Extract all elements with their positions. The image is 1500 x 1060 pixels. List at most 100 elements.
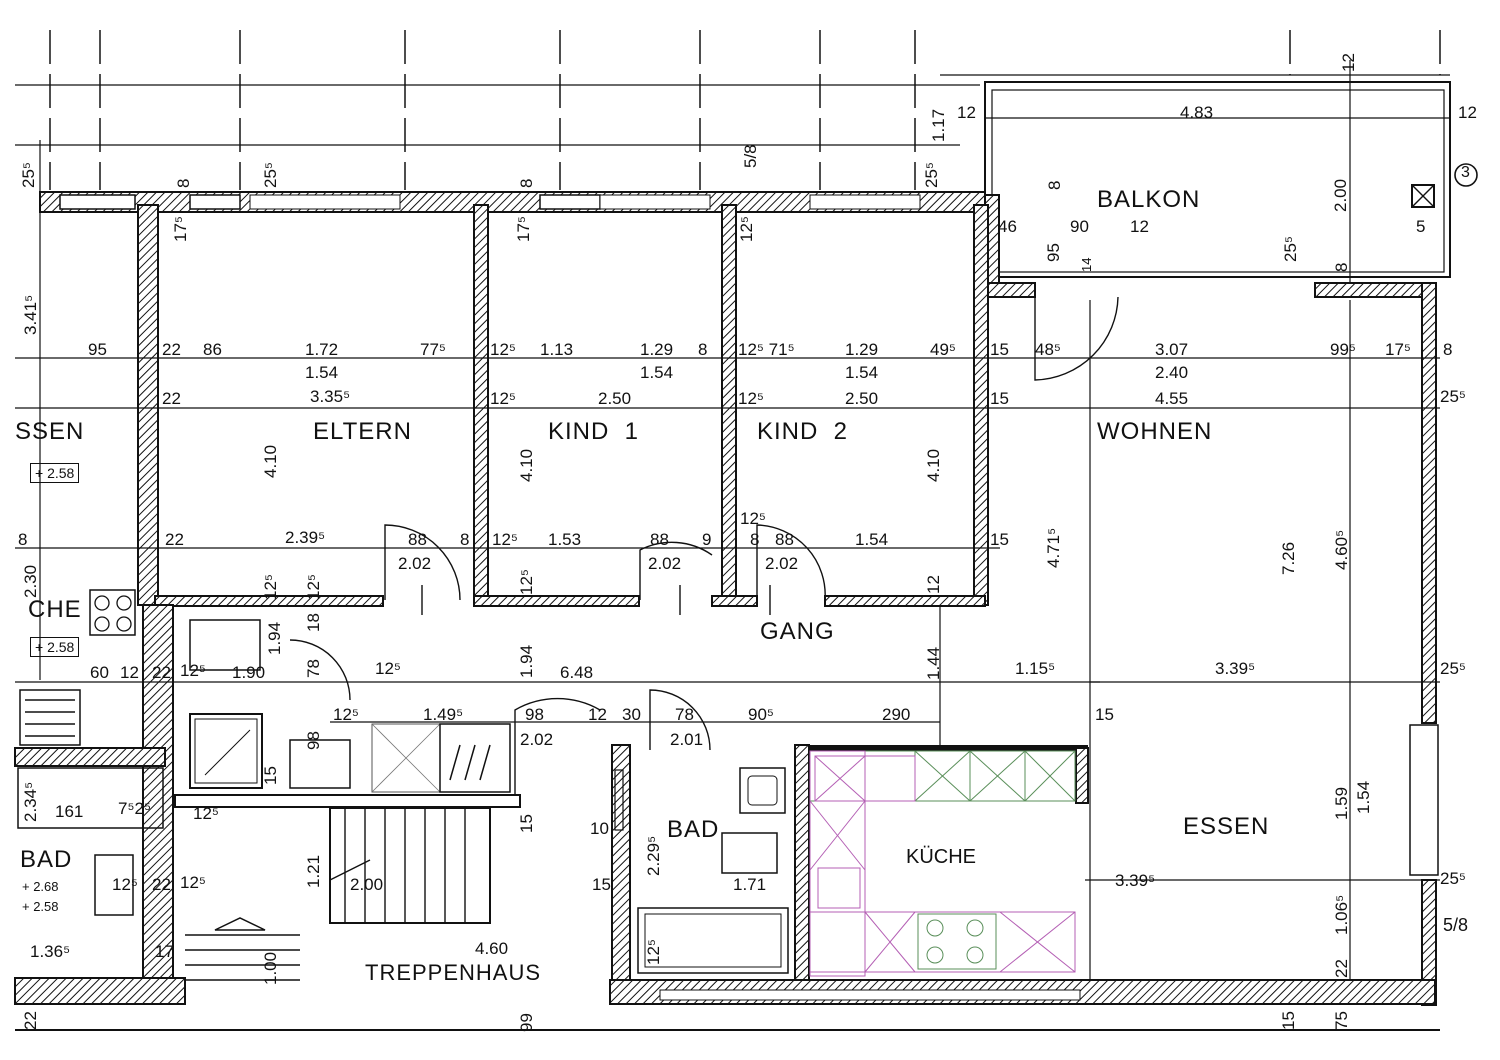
dimension: 1.49⁵	[423, 705, 464, 724]
dimension: 12	[924, 575, 943, 594]
room-label-balkon: BALKON	[1097, 186, 1201, 213]
dimension: 8	[517, 178, 536, 188]
dimension: 25⁵	[922, 162, 941, 188]
room-label-kueche-left: CHE	[28, 596, 82, 623]
dimension: 2.01	[670, 730, 704, 749]
room-label-eltern: ELTERN	[313, 418, 412, 445]
level-mark: + 2.68	[22, 879, 59, 894]
dimension: 9	[702, 530, 712, 549]
level-mark: + 2.58	[22, 899, 59, 914]
dimension: 2.50	[845, 389, 879, 408]
dimension: 22	[152, 875, 171, 894]
dimension: 12	[588, 705, 607, 724]
dimension: 2.02	[398, 554, 432, 573]
dimension: 2.29⁵	[644, 835, 663, 876]
level-mark: + 2.58	[30, 637, 80, 657]
room-label-wohnen: WOHNEN	[1097, 418, 1213, 445]
dimension: 99	[517, 1013, 536, 1032]
dimension: 78	[675, 705, 694, 724]
dimension: 8	[1332, 262, 1351, 272]
dimension: 15	[517, 814, 536, 833]
dimension: 2.40	[1155, 363, 1189, 382]
dimension: 6.48	[560, 663, 594, 682]
dimension: 1.53	[548, 530, 582, 549]
dimension: 4.10	[924, 448, 943, 482]
dimension: 12⁵	[644, 939, 663, 965]
dimension: 95	[1044, 243, 1063, 262]
dimension: 1.54	[640, 363, 674, 382]
dimension: 1.71	[733, 875, 767, 894]
dimension: 1.54	[1354, 780, 1373, 814]
dimension: 25⁵	[1440, 869, 1466, 888]
dimension: 22	[162, 389, 181, 408]
dimension: 5/8	[1443, 915, 1469, 935]
dimension: 12⁵	[490, 340, 516, 359]
dimension: 1.44	[924, 646, 943, 680]
dimension: 15	[1095, 705, 1114, 724]
dimension: 12⁵	[740, 509, 766, 528]
dimension: 12	[1339, 53, 1358, 72]
dimension: 290	[882, 705, 911, 724]
dimension: 1.54	[305, 363, 339, 382]
dimension: 12⁵	[737, 216, 756, 242]
dimension: 2.50	[598, 389, 632, 408]
dimension: 30	[622, 705, 641, 724]
dimension: 25⁵	[1440, 659, 1466, 678]
dimension: 15	[592, 875, 611, 894]
dimension: 1.72	[305, 340, 339, 359]
stairs	[185, 808, 466, 981]
dimension: 1.15⁵	[1015, 659, 1056, 678]
dimension: 12⁵	[333, 705, 359, 724]
dimension: 5	[1416, 217, 1426, 236]
dimension: 1.21	[304, 854, 323, 888]
dimension: 8	[1045, 180, 1064, 190]
dimension: 12	[1130, 217, 1149, 236]
dimension: 60	[90, 663, 109, 682]
dimension: 3.35⁵	[310, 387, 351, 406]
dimension: 2.02	[520, 730, 554, 749]
dimension: 17	[155, 942, 174, 961]
dimension: 1.54	[855, 530, 889, 549]
dimension: 1.59	[1332, 786, 1351, 820]
dimension: 4.60⁵	[1332, 529, 1351, 570]
dimension: 4.83	[1180, 103, 1214, 122]
dimension: 1.94	[265, 621, 284, 655]
dimension: 90⁵	[748, 705, 774, 724]
dimension: 12⁵ 71⁵	[738, 340, 795, 359]
dimension: 12⁵	[375, 659, 401, 678]
dimension: 15	[990, 530, 1009, 549]
dimension: 88	[775, 530, 794, 549]
dimension: 12	[120, 663, 139, 682]
dimension: 1.29	[640, 340, 674, 359]
dimension: 2.00	[350, 875, 384, 894]
dimension: 25⁵	[19, 162, 38, 188]
dimension: 12	[1458, 103, 1477, 122]
dimension: 15	[990, 340, 1009, 359]
dimension: 2.02	[648, 554, 682, 573]
kitchen-fixtures	[809, 750, 1076, 977]
dimension: 8	[750, 530, 760, 549]
dimension: 12⁵	[180, 661, 206, 680]
dimension: 15	[990, 389, 1009, 408]
dimension: 18	[304, 613, 323, 632]
dimension: 4.55	[1155, 389, 1189, 408]
walls	[14, 191, 1440, 1031]
dimension: 17⁵	[514, 216, 533, 242]
dimension: 98	[304, 731, 323, 750]
room-label-kind1: KIND 1	[548, 418, 640, 445]
dimension: 12⁵	[490, 389, 516, 408]
dimension: 7⁵2⁵	[118, 799, 152, 818]
dimension: 10	[590, 819, 609, 838]
dimension: 12⁵	[492, 530, 518, 549]
dimension: 8	[460, 530, 470, 549]
dimension: 3.39⁵	[1115, 871, 1156, 890]
dimension: 75	[1332, 1011, 1351, 1030]
dimension: 2.30	[21, 564, 40, 598]
dimension: 3.39⁵	[1215, 659, 1256, 678]
dimension: 4.10	[517, 448, 536, 482]
dimension: 12⁵	[112, 875, 138, 894]
dimension: 22	[1332, 959, 1351, 978]
level-mark: + 2.58	[30, 463, 80, 483]
dimension: 22	[21, 1011, 40, 1030]
